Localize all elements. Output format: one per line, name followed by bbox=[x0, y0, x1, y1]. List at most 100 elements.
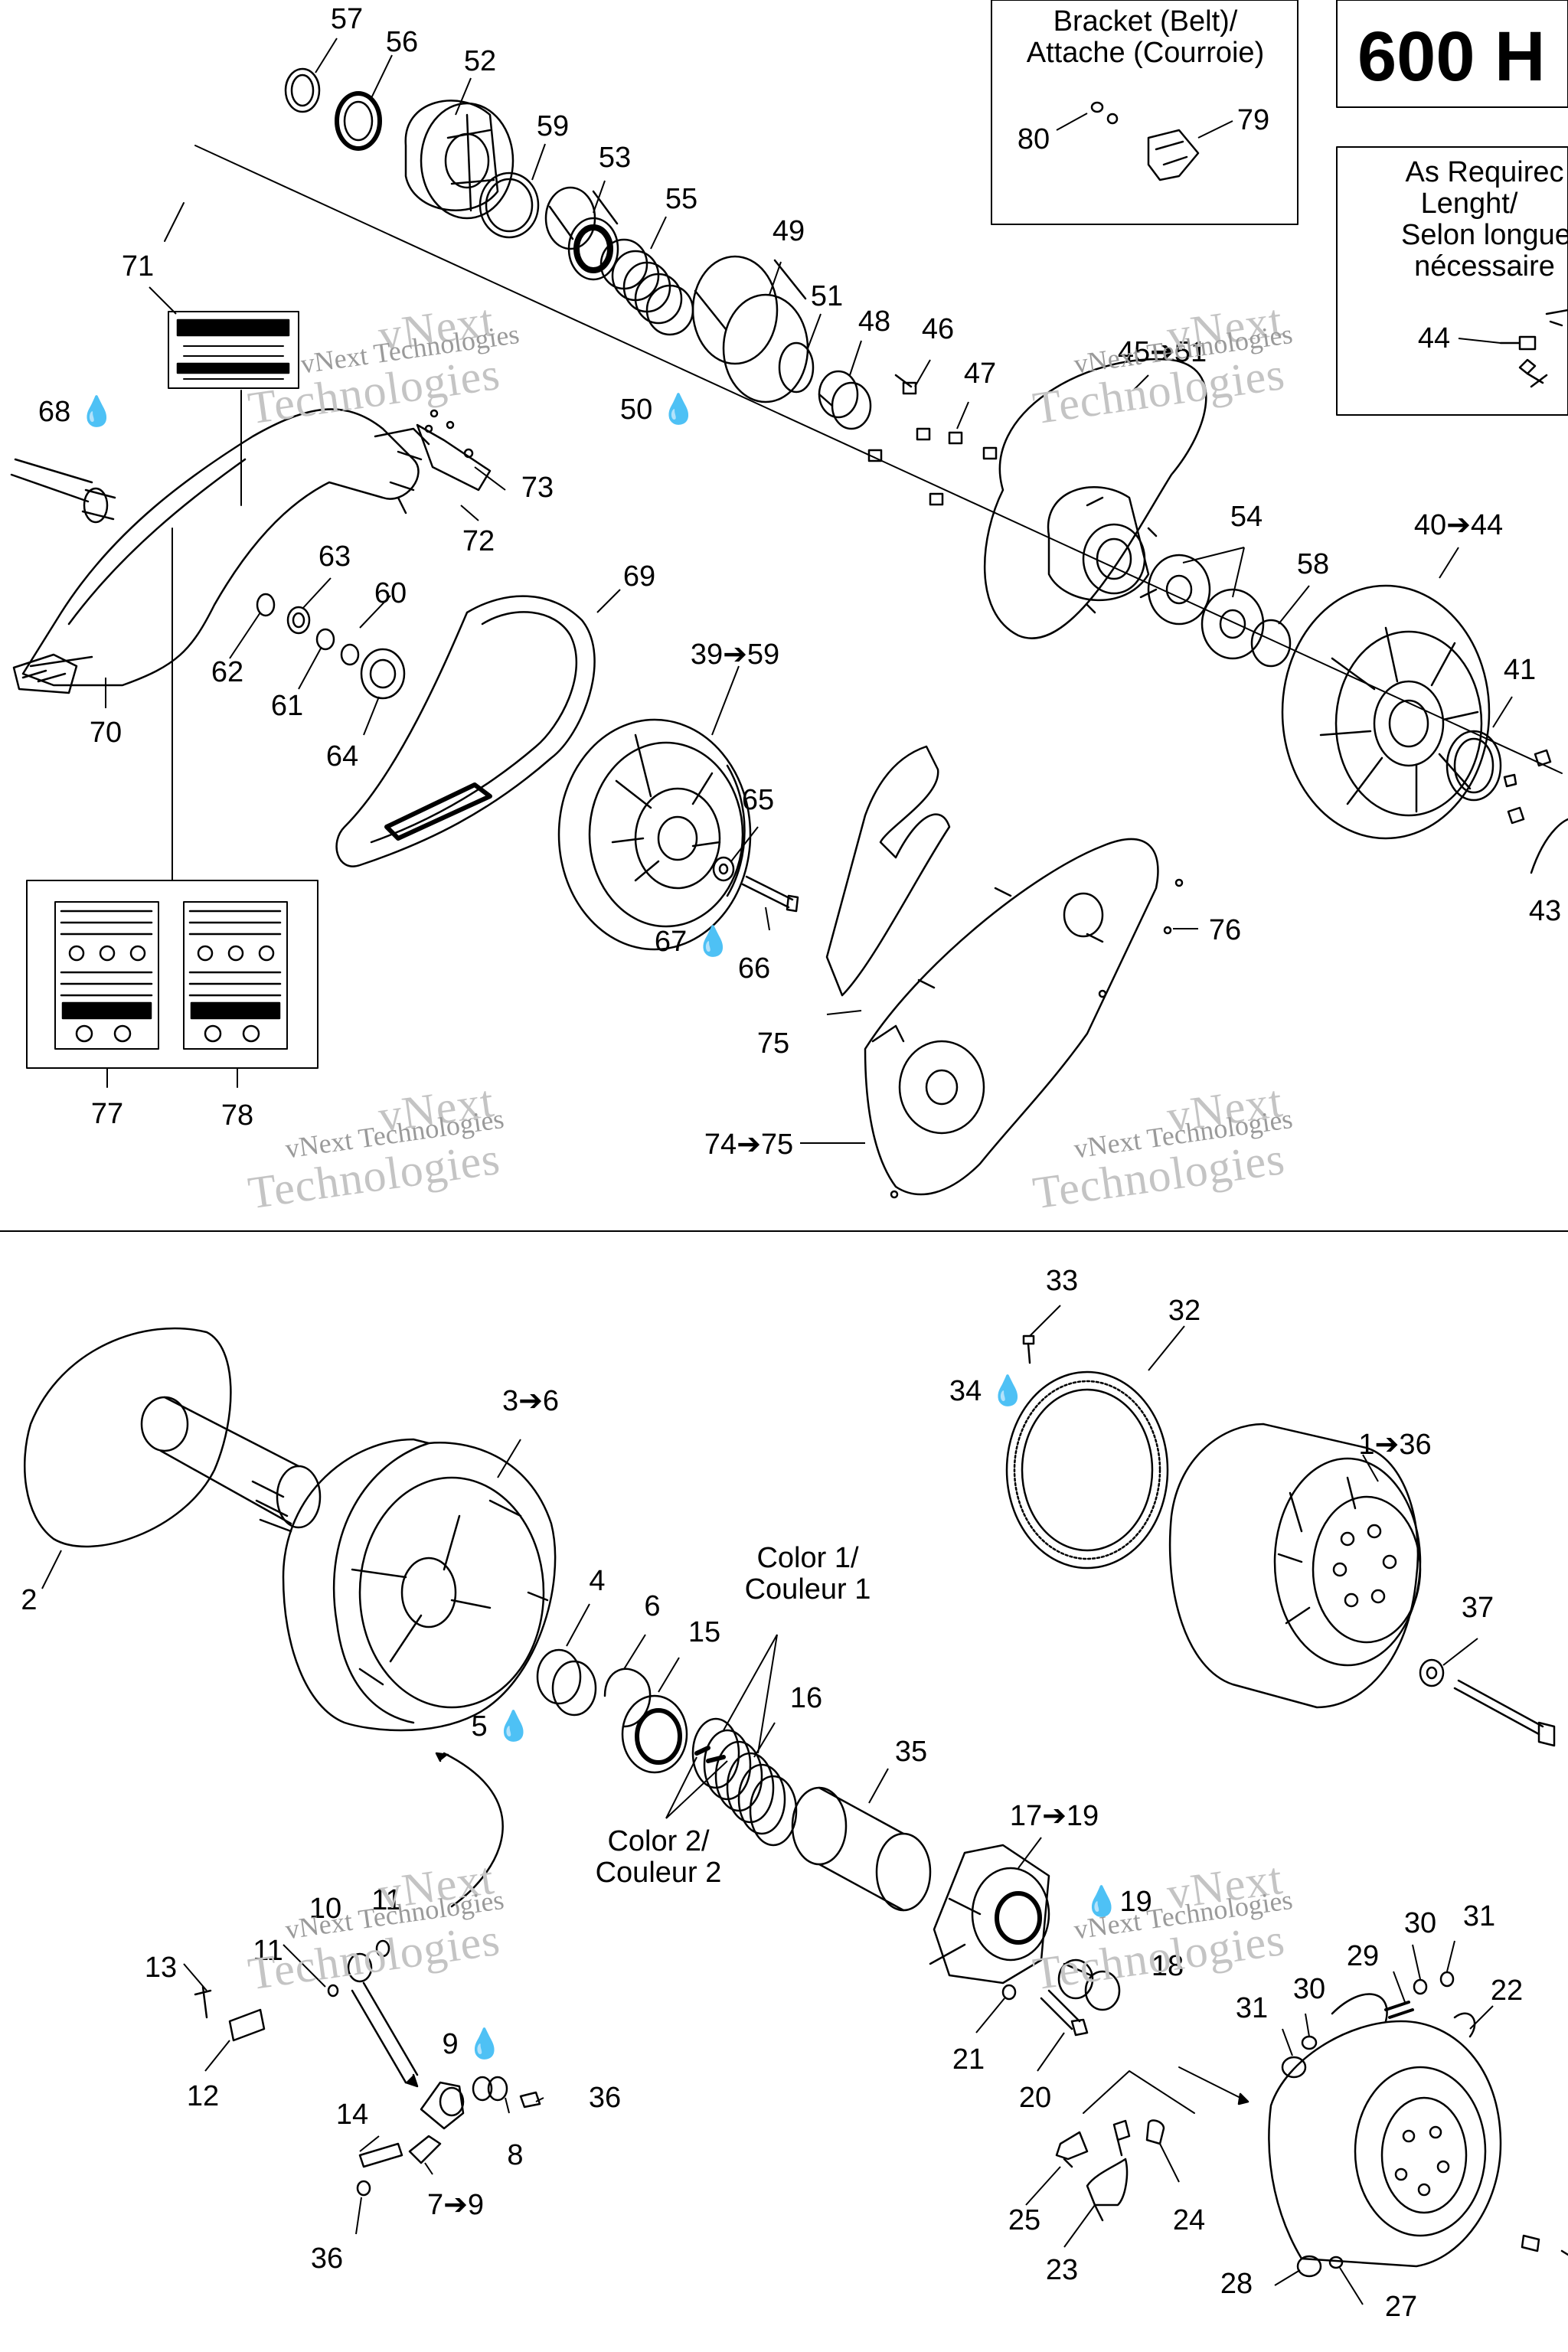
callout-12: 12 bbox=[186, 2080, 220, 2112]
callout-8: 8 bbox=[507, 2139, 524, 2171]
callout-33: 33 bbox=[1045, 1265, 1079, 1297]
callout-45-51: 45➔51 bbox=[1117, 336, 1207, 368]
color2-line2: Couleur 2 bbox=[595, 1857, 722, 1889]
part-32-ring-gear bbox=[1005, 1370, 1169, 1570]
callout-22: 22 bbox=[1490, 1975, 1524, 2007]
callout-71: 71 bbox=[121, 250, 155, 283]
callout-32: 32 bbox=[1168, 1295, 1201, 1327]
as-required-line4: nécessaire bbox=[1414, 250, 1555, 283]
part-68-shaft bbox=[10, 458, 116, 524]
bracket-box-caption: Bracket (Belt)/ Attache (Courroie) bbox=[995, 6, 1295, 69]
callout-74-75: 74➔75 bbox=[704, 1129, 794, 1161]
as-required-line2: Lenght/ bbox=[1420, 188, 1518, 220]
callout-20: 20 bbox=[1018, 2082, 1052, 2114]
callout-48: 48 bbox=[858, 305, 891, 338]
callout-70: 70 bbox=[89, 717, 122, 749]
callout-67: 67 💧 bbox=[654, 926, 732, 958]
parts-60-64-washers bbox=[256, 593, 406, 700]
part-4-bushing bbox=[536, 1648, 597, 1717]
parts-27-28 bbox=[1296, 2234, 1568, 2278]
callout-75: 75 bbox=[756, 1027, 790, 1060]
callout-44: 44 bbox=[1417, 322, 1451, 354]
part-40-44-fixed-half bbox=[1281, 584, 1491, 840]
callout-30a: 30 bbox=[1403, 1907, 1437, 1939]
callout-31b: 31 bbox=[1235, 1992, 1269, 2024]
assembly-axis-line bbox=[194, 145, 1563, 774]
callout-35: 35 bbox=[894, 1736, 928, 1768]
callout-31a: 31 bbox=[1462, 1900, 1496, 1932]
leader-lines bbox=[41, 38, 1513, 2305]
callout-30b: 30 bbox=[1292, 1973, 1326, 2005]
parts-46-47-screws bbox=[867, 374, 998, 506]
callout-69: 69 bbox=[622, 560, 656, 593]
callout-79: 79 bbox=[1236, 104, 1270, 136]
callout-5: 5 💧 bbox=[471, 1710, 532, 1743]
color1-line2: Couleur 1 bbox=[744, 1573, 871, 1606]
part-55-spring bbox=[599, 238, 694, 336]
part-59-ring bbox=[479, 172, 540, 239]
part-57-circlip bbox=[284, 67, 321, 113]
part-52-spider bbox=[404, 100, 514, 220]
color2-line1: Color 2/ bbox=[607, 1825, 710, 1857]
callout-59: 59 bbox=[536, 110, 570, 142]
callout-65: 65 bbox=[741, 784, 775, 816]
decal-box bbox=[26, 880, 318, 1069]
color1-note: Color 1/ Couleur 1 bbox=[724, 1543, 892, 1606]
callout-13: 13 bbox=[144, 1952, 178, 1984]
part-15-ring bbox=[621, 1694, 688, 1774]
bracket-leader bbox=[1083, 2070, 1195, 2114]
callout-37: 37 bbox=[1461, 1592, 1494, 1624]
callout-29: 29 bbox=[1346, 1940, 1380, 1972]
callout-51: 51 bbox=[810, 280, 844, 312]
callout-25: 25 bbox=[1008, 2204, 1041, 2236]
color1-line1: Color 1/ bbox=[756, 1542, 859, 1574]
part-65-washer bbox=[712, 856, 735, 882]
part-48-bushing bbox=[818, 370, 872, 430]
callout-72: 72 bbox=[462, 525, 495, 557]
callout-76: 76 bbox=[1208, 914, 1242, 946]
callout-68: 68 💧 bbox=[38, 396, 116, 428]
callout-27: 27 bbox=[1384, 2291, 1418, 2323]
part-74-75-cover bbox=[864, 838, 1159, 1196]
bracket-box bbox=[991, 0, 1298, 225]
callout-11a: 11 bbox=[371, 1884, 402, 1916]
callout-63: 63 bbox=[318, 541, 351, 573]
callout-66: 66 bbox=[737, 952, 771, 985]
part-1-36-drive-pulley-assembly bbox=[1168, 1423, 1422, 1709]
callout-1-36: 1➔36 bbox=[1358, 1429, 1432, 1461]
callout-64: 64 bbox=[325, 740, 359, 773]
callout-10: 10 bbox=[309, 1893, 342, 1925]
assembly-arrow bbox=[443, 1752, 504, 1908]
callout-46: 46 bbox=[921, 313, 955, 345]
part-80-nut bbox=[1090, 101, 1119, 125]
parts-10-14-pins bbox=[194, 1939, 419, 2088]
callout-80: 80 bbox=[1017, 123, 1050, 155]
axis-tick bbox=[164, 202, 185, 242]
as-required-caption: As Requirec Lenght/ Selon longue nécessa… bbox=[1340, 157, 1568, 283]
part-77-decal bbox=[54, 901, 159, 1050]
part-20-21-screw bbox=[1001, 1984, 1089, 2037]
callout-3-6: 3➔6 bbox=[501, 1385, 560, 1417]
callout-16: 16 bbox=[789, 1682, 823, 1714]
callout-58: 58 bbox=[1296, 548, 1330, 580]
callout-21: 21 bbox=[952, 2043, 985, 2076]
part-17-19-spider-cap bbox=[929, 1844, 1050, 1984]
part-37-bolt bbox=[1419, 1658, 1556, 1747]
part-66-bolt bbox=[741, 875, 799, 913]
diagram-title: 600 H bbox=[1357, 18, 1546, 96]
callout-7-9: 7➔9 bbox=[426, 2189, 485, 2221]
part-56-ring bbox=[335, 91, 382, 151]
callout-47: 47 bbox=[963, 358, 997, 390]
part-45-51-driven-half bbox=[984, 358, 1207, 639]
part-33-34-screw bbox=[1022, 1334, 1035, 1364]
callout-28: 28 bbox=[1220, 2268, 1253, 2300]
part-58-ring bbox=[1250, 619, 1292, 668]
part-70-belt-guard bbox=[12, 408, 430, 694]
callout-6: 6 bbox=[644, 1590, 661, 1622]
as-required-box bbox=[1336, 146, 1568, 416]
bracket-box-line1: Bracket (Belt)/ bbox=[1053, 5, 1238, 38]
callout-49: 49 bbox=[772, 215, 805, 247]
bracket-box-line2: Attache (Courroie) bbox=[1026, 37, 1265, 69]
as-required-line3: Selon longue bbox=[1401, 219, 1568, 251]
part-7-9-roller-arm bbox=[356, 2081, 465, 2197]
